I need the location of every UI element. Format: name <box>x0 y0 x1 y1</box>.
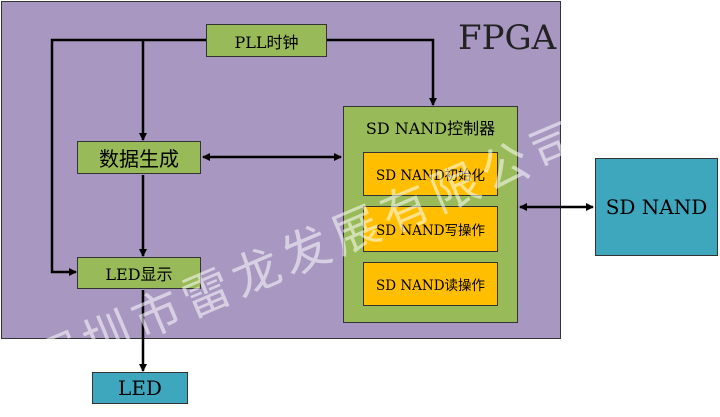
sd-nand-write-block: SD NAND写操作 <box>363 206 498 252</box>
sd-nand-init-block: SD NAND初始化 <box>363 152 498 196</box>
pll-clock-block: PLL时钟 <box>206 24 327 57</box>
sd-nand-external-block: SD NAND <box>595 158 718 256</box>
led-output-block: LED <box>92 372 188 404</box>
data-generation-block: 数据生成 <box>77 141 201 174</box>
controller-title: SD NAND控制器 <box>365 119 496 138</box>
fpga-label: FPGA <box>458 18 557 58</box>
sd-nand-read-block: SD NAND读操作 <box>363 262 498 306</box>
